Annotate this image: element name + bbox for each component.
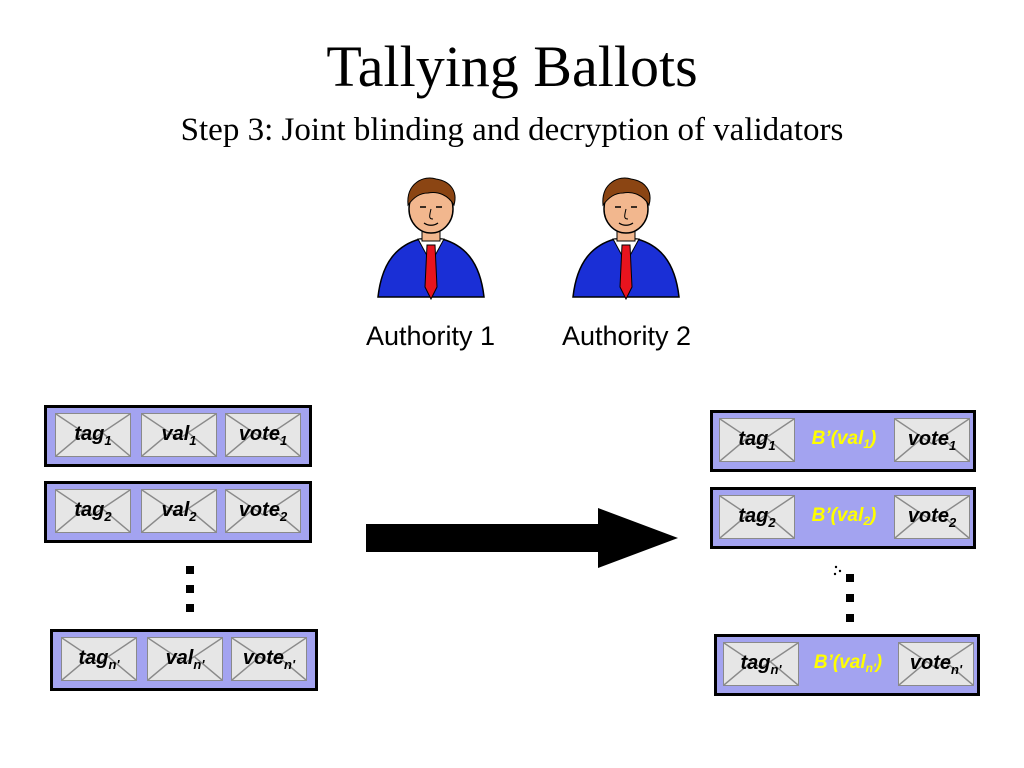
tag-envelope: tag1 bbox=[719, 418, 795, 462]
slide-subtitle: Step 3: Joint blinding and decryption of… bbox=[180, 112, 844, 148]
vote-label: voten' bbox=[242, 647, 296, 672]
envelope-icon bbox=[895, 419, 969, 461]
ellipsis-dot bbox=[186, 585, 194, 593]
person-icon bbox=[377, 177, 485, 301]
slide-title: Tallying Ballots bbox=[326, 34, 698, 99]
envelope-icon bbox=[895, 496, 969, 538]
envelope-icon bbox=[56, 490, 130, 532]
ellipsis-dot bbox=[186, 566, 194, 574]
right-ballot-row-n: tagn' B’(valn') voten' bbox=[714, 634, 980, 696]
ellipsis-dot bbox=[846, 574, 854, 582]
ellipsis-dot bbox=[846, 594, 854, 602]
person-icon bbox=[572, 177, 680, 301]
tag-envelope: tagn' bbox=[61, 637, 137, 681]
tag-envelope: tag2 bbox=[719, 495, 795, 539]
envelope-icon bbox=[62, 638, 136, 680]
envelope-icon bbox=[56, 414, 130, 456]
right-ballot-row-2: tag2 B’(val2) vote2 bbox=[710, 487, 976, 549]
tag-label: tag1 bbox=[738, 428, 776, 453]
envelope-icon bbox=[899, 643, 973, 685]
ellipsis-dot bbox=[846, 614, 854, 622]
tag-envelope: tagn' bbox=[723, 642, 799, 686]
val-label: valn' bbox=[165, 647, 205, 672]
vote-envelope: voten' bbox=[898, 642, 974, 686]
envelope-icon bbox=[232, 638, 306, 680]
authority-2-figure bbox=[571, 175, 681, 305]
blinded-validator: B’(valn') bbox=[813, 652, 883, 675]
authority-1-label: Authority 1 bbox=[366, 321, 496, 351]
envelope-icon bbox=[720, 419, 794, 461]
blinded-validator: B’(val2) bbox=[811, 505, 877, 528]
vote-label: voten' bbox=[909, 652, 963, 677]
tag-label: tag1 bbox=[74, 423, 112, 448]
scatter-dots bbox=[833, 565, 842, 576]
val-envelope: val1 bbox=[141, 413, 217, 457]
left-ballot-row-1: tag1 val1 vote1 bbox=[44, 405, 312, 467]
tag-envelope: tag2 bbox=[55, 489, 131, 533]
vote-envelope: vote2 bbox=[894, 495, 970, 539]
tag-envelope: tag1 bbox=[55, 413, 131, 457]
blinded-validator: B’(val1) bbox=[811, 428, 877, 451]
envelope-icon bbox=[724, 643, 798, 685]
vote-label: vote2 bbox=[907, 505, 957, 530]
vote-label: vote1 bbox=[238, 423, 288, 448]
ellipsis-dot bbox=[186, 604, 194, 612]
tag-label: tagn' bbox=[78, 647, 120, 672]
transform-arrow bbox=[366, 508, 678, 568]
vote-label: vote2 bbox=[238, 499, 288, 524]
left-ballot-row-n: tagn' valn' voten' bbox=[50, 629, 318, 691]
val-label: val1 bbox=[161, 423, 197, 448]
envelope-icon bbox=[720, 496, 794, 538]
authority-1-figure bbox=[376, 175, 486, 305]
authority-2-label: Authority 2 bbox=[562, 321, 692, 351]
tag-label: tag2 bbox=[74, 499, 112, 524]
vote-envelope: vote2 bbox=[225, 489, 301, 533]
vote-envelope: voten' bbox=[231, 637, 307, 681]
left-ballot-row-2: tag2 val2 vote2 bbox=[44, 481, 312, 543]
envelope-icon bbox=[226, 490, 300, 532]
vote-label: vote1 bbox=[907, 428, 957, 453]
tag-label: tag2 bbox=[738, 505, 776, 530]
val-envelope: valn' bbox=[147, 637, 223, 681]
envelope-icon bbox=[148, 638, 222, 680]
val-envelope: val2 bbox=[141, 489, 217, 533]
tag-label: tagn' bbox=[740, 652, 782, 677]
envelope-icon bbox=[142, 414, 216, 456]
right-ballot-row-1: tag1 B’(val1) vote1 bbox=[710, 410, 976, 472]
envelope-icon bbox=[226, 414, 300, 456]
vote-envelope: vote1 bbox=[225, 413, 301, 457]
vote-envelope: vote1 bbox=[894, 418, 970, 462]
val-label: val2 bbox=[161, 499, 197, 524]
envelope-icon bbox=[142, 490, 216, 532]
